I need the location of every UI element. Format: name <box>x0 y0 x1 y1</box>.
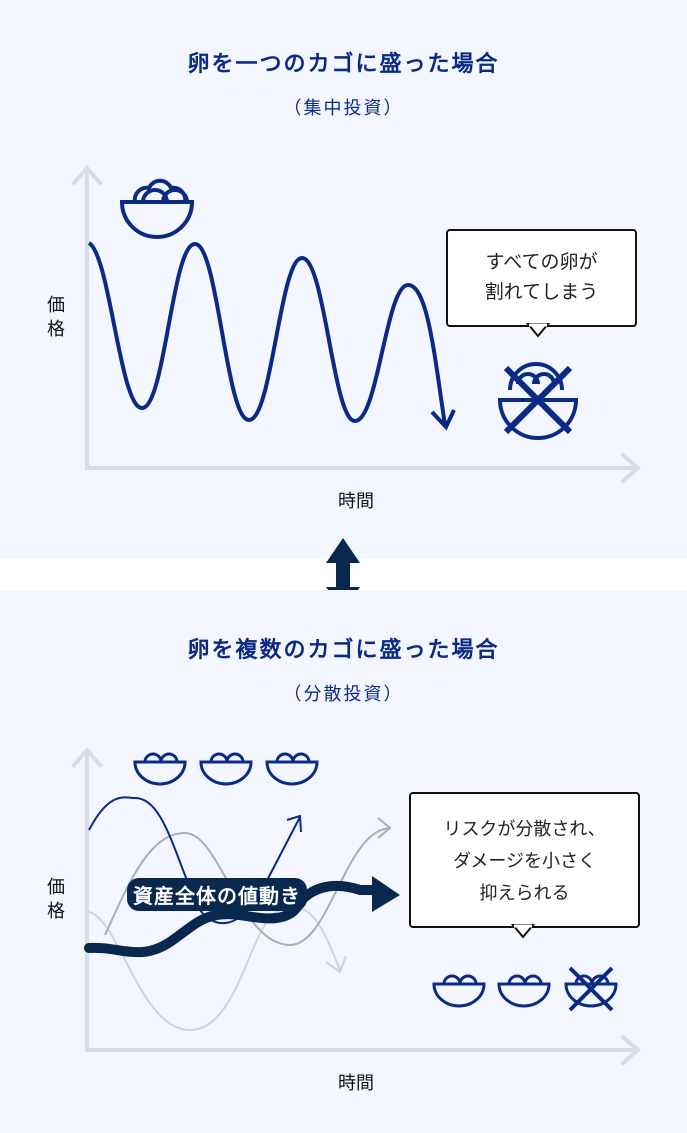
panel-title: 卵を一つのカゴに盛った場合 <box>187 52 500 77</box>
overall-movement-line <box>84 881 383 958</box>
basket-icon <box>133 752 187 786</box>
y-axis-label: 価 格 <box>47 877 65 922</box>
speech-bubble: すべての卵が 割れてしまう <box>446 229 637 327</box>
x-axis-label: 時間 <box>338 1073 374 1094</box>
speech-bubble: リスクが分散され、 ダメージを小さく 抑えられる <box>409 792 640 928</box>
concentrated-chart <box>71 164 642 484</box>
broken-basket-crossed-icon <box>497 362 579 440</box>
basket-icon <box>497 974 551 1008</box>
diversified-investment-panel: 卵を複数のカゴに盛った場合 （分散投資） 価 格 時間 <box>0 590 687 1133</box>
full-egg-basket-icon <box>119 178 195 239</box>
panel-subtitle: （分散投資） <box>283 684 404 705</box>
basket-crossed-icon <box>564 966 618 1012</box>
y-axis-label: 価 格 <box>47 295 65 340</box>
asset-line-light <box>88 906 341 1032</box>
axes <box>71 746 642 1066</box>
overall-arrow-head <box>372 876 400 912</box>
price-wave-line <box>87 241 447 426</box>
concentrated-investment-panel: 卵を一つのカゴに盛った場合 （集中投資） 価 格 時間 <box>0 0 687 558</box>
down-arrow-head <box>430 409 456 431</box>
asset-line-navy <box>88 796 301 925</box>
basket-icon <box>432 974 486 1008</box>
basket-icon <box>199 752 253 786</box>
panel-title: 卵を複数のカゴに盛った場合 <box>187 638 500 663</box>
basket-icon <box>265 752 319 786</box>
x-axis-label: 時間 <box>338 491 374 512</box>
panel-subtitle: （集中投資） <box>283 98 404 119</box>
overall-movement-label: 資産全体の値動き <box>127 878 307 911</box>
axes <box>71 164 642 484</box>
bubble-tail <box>432 924 618 1012</box>
bubble-tail <box>525 323 551 338</box>
